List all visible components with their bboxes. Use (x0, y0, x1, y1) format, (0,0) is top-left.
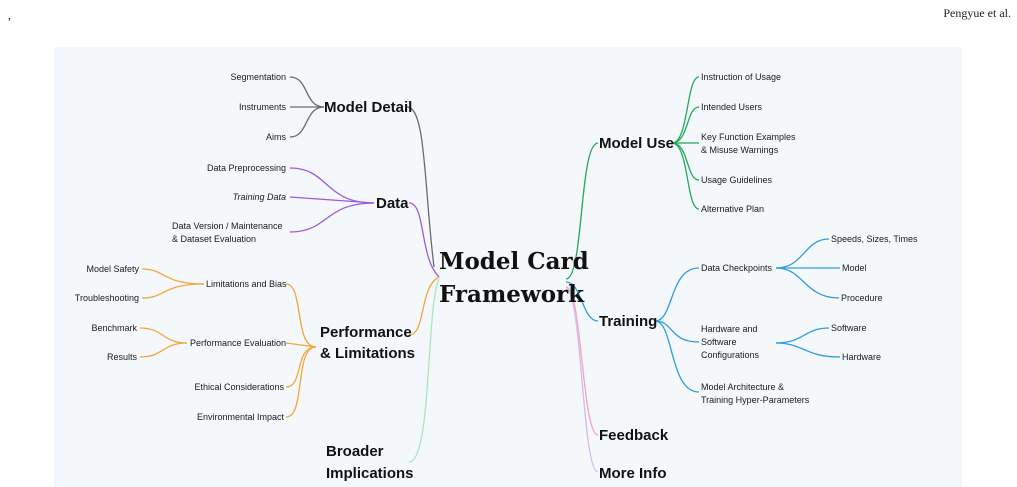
leaf-key-function-examples: Key Function Examples (701, 132, 796, 142)
node-data-checkpoints: Data Checkpoints (701, 263, 773, 273)
edges-data (289, 167, 440, 278)
branch-performance-line2: & Limitations (320, 345, 415, 362)
edges-model-detail (289, 76, 435, 268)
leaf-troubleshooting: Troubleshooting (75, 293, 139, 303)
mindmap-panel: Model Card Framework Model Detail Segmen… (54, 47, 962, 487)
branch-data: Data (376, 195, 409, 212)
leaf-misuse-warnings: & Misuse Warnings (701, 145, 779, 155)
node-limitations-bias: Limitations and Bias (206, 279, 287, 289)
edges-more-info (565, 288, 599, 473)
leaf-training-data: Training Data (233, 192, 286, 202)
title-line-2: Framework (439, 281, 585, 308)
edges-model-use (565, 76, 700, 280)
branch-feedback: Feedback (599, 427, 669, 444)
mindmap-diagram: Model Card Framework Model Detail Segmen… (75, 72, 918, 482)
leaf-benchmark: Benchmark (91, 323, 137, 333)
leaf-hardware: Hardware (842, 352, 881, 362)
leaf-aims: Aims (266, 132, 286, 142)
edges-performance (139, 268, 440, 418)
leaf-usage-guidelines: Usage Guidelines (701, 175, 773, 185)
leaf-segmentation: Segmentation (230, 72, 286, 82)
leaf-results: Results (107, 352, 138, 362)
leaf-training-hyper-parameters: Training Hyper-Parameters (701, 395, 810, 405)
node-software: Software (701, 337, 737, 347)
branch-broader-line2: Implications (326, 465, 414, 482)
leaf-speeds-sizes-times: Speeds, Sizes, Times (831, 234, 918, 244)
title-line-1: Model Card (439, 248, 589, 275)
leaf-model-safety: Model Safety (86, 264, 139, 274)
branch-model-detail: Model Detail (324, 99, 412, 116)
node-hardware-and: Hardware and (701, 324, 758, 334)
header-author: Pengyue et al. (943, 6, 1011, 20)
branch-training: Training (599, 313, 657, 330)
edges-feedback (565, 286, 599, 436)
branch-more-info: More Info (599, 465, 667, 482)
page-header: , Pengyue et al. (0, 0, 1017, 32)
node-performance-evaluation: Performance Evaluation (190, 338, 286, 348)
header-mark: , (8, 8, 11, 22)
leaf-instruction-of-usage: Instruction of Usage (701, 72, 781, 82)
leaf-model: Model (842, 263, 867, 273)
leaf-procedure: Procedure (841, 293, 883, 303)
branch-model-use: Model Use (599, 135, 674, 152)
edges-broader (408, 278, 440, 463)
leaf-software: Software (831, 323, 867, 333)
node-configurations: Configurations (701, 350, 760, 360)
edges-training (565, 238, 841, 393)
leaf-data-version: Data Version / Maintenance (172, 221, 283, 231)
branch-performance-line1: Performance (320, 324, 412, 341)
leaf-instruments: Instruments (239, 102, 287, 112)
leaf-environmental-impact: Environmental Impact (197, 412, 285, 422)
leaf-ethical-considerations: Ethical Considerations (194, 382, 284, 392)
leaf-intended-users: Intended Users (701, 102, 763, 112)
leaf-dataset-evaluation: & Dataset Evaluation (172, 234, 256, 244)
leaf-alternative-plan: Alternative Plan (701, 204, 764, 214)
leaf-data-preprocessing: Data Preprocessing (207, 163, 286, 173)
leaf-model-architecture: Model Architecture & (701, 382, 784, 392)
branch-broader-line1: Broader (326, 443, 384, 460)
